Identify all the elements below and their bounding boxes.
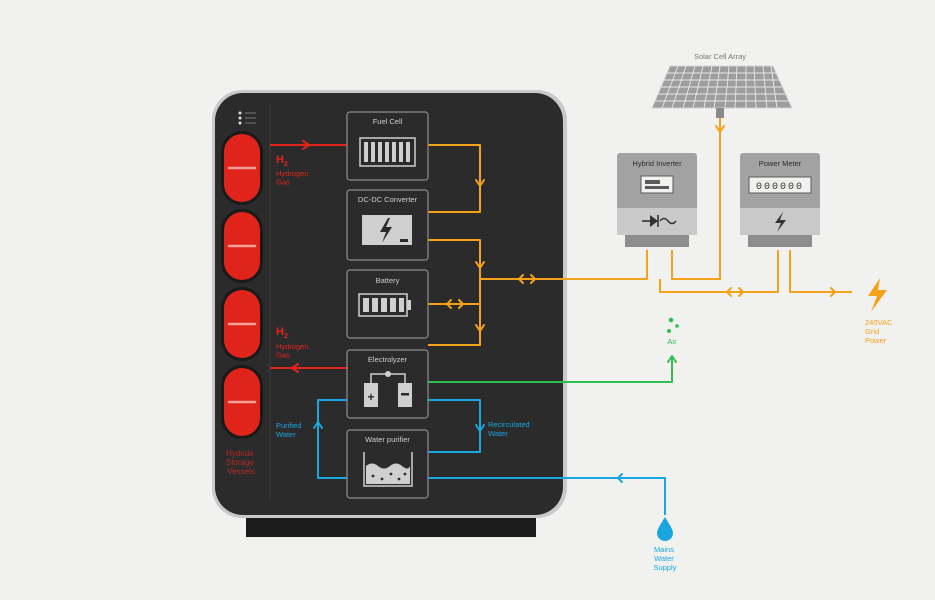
arrow-down-icon [475,261,485,269]
solar-cell-array: Solar Cell Array [651,52,793,118]
module-label: Electrolyzer [368,355,408,364]
mains-water-label: Mains Water Supply [654,545,677,572]
grid-lightning-icon [868,278,887,312]
module-fuel-cell: Fuel Cell [346,111,429,181]
recirculated-water-label: Recirculated Water [488,420,532,438]
recirculated-water-line [428,399,481,453]
svg-text:+: + [367,390,374,404]
air-label: Air [667,337,677,346]
inverter-display [640,175,674,194]
module-water-purifier: Water purifier [346,429,429,499]
module-electrolyzer: Electrolyzer + [346,349,429,419]
module-battery: Battery [346,269,429,339]
svg-text:Hydrogen Gas: Hydrogen Gas [276,342,311,360]
arrow-down-icon [715,125,725,133]
module-label: DC-DC Converter [358,195,418,204]
inverter-label: Hybrid Inverter [632,159,682,168]
arrow-down-icon [475,424,485,432]
inverter-symbol-icon [642,215,677,227]
hybrid-inverter: Hybrid Inverter [617,153,697,247]
flow-arrows [291,125,836,483]
bidirectional-arrow-icon [518,274,536,284]
fuel-cell-icon [359,137,416,167]
svg-text:Hydrogen Gas: Hydrogen Gas [276,169,311,187]
h2-out-label: H2 Hydrogen Gas [276,154,311,187]
svg-text:H2: H2 [276,326,288,340]
grid-power-label: 240VAC Grid Power [865,318,894,345]
electrolyzer-icon: + [364,371,412,407]
power-meter: Power Meter 000000 [740,153,820,247]
meter-line [659,250,779,293]
hydride-vessel [221,209,263,283]
purified-water-label: Purified Water [276,421,304,439]
air-bubbles-icon [667,317,679,333]
purified-water-line [317,399,347,479]
mains-water-line [428,477,666,515]
arrow-left-icon [291,363,299,373]
arrow-up-icon [313,421,323,429]
lightning-icon [775,212,786,232]
converter-electrolyzer-line [428,239,481,346]
arrow-right-icon [830,287,836,297]
storage-label: Hydride Storage Vessels [226,449,256,476]
arrow-right-icon [302,140,310,150]
arrow-down-icon [475,324,485,332]
meter-label: Power Meter [759,159,802,168]
air-line [428,358,673,383]
hydride-vessel [221,131,263,205]
module-label: Fuel Cell [373,117,403,126]
solar-line [671,118,721,280]
water-tank-icon [363,452,413,487]
h2-in-label: H2 Hydrogen Gas [276,326,311,360]
arrow-up-icon [667,355,677,363]
module-label: Water purifier [365,435,410,444]
status-indicator-icon [238,111,256,125]
arrow-down-icon [475,179,485,187]
fuel-cell-line [428,144,481,213]
hydride-vessel [221,365,263,439]
battery-icon [358,293,411,317]
bidirectional-arrow-icon [726,287,744,297]
hydride-vessel [221,287,263,361]
meter-digits: 000000 [756,182,804,193]
grid-line [789,250,852,293]
flow-lines [270,118,852,515]
meter-display [748,176,812,194]
svg-text:H2: H2 [276,154,288,168]
module-dc-dc-converter: DC-DC Converter [346,189,429,261]
hydride-vessels [221,131,263,439]
converter-icon [362,215,412,245]
arrow-left-icon [617,473,623,483]
bidirectional-arrow-icon [446,299,464,309]
module-label: Battery [376,276,400,285]
solar-label: Solar Cell Array [694,52,746,61]
water-drop-icon [657,517,673,541]
